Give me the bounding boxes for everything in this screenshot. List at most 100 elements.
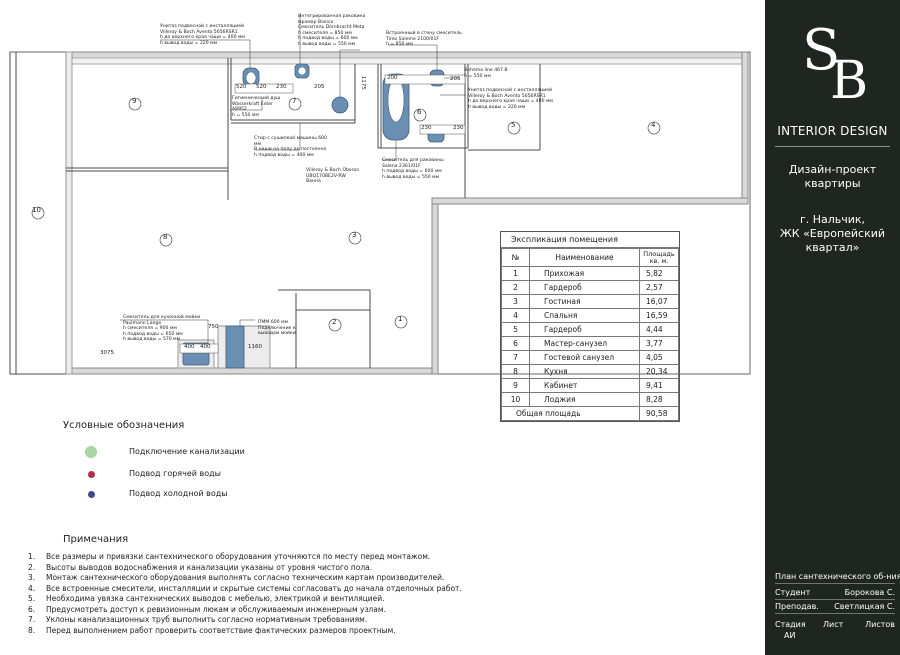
explication-table: Экспликация помещения № Наименование Пло… [500,231,680,422]
note-text: Уклоны канализационных труб выполнить со… [46,615,368,624]
room-name-cell: Спальня [529,308,640,323]
floor-plan [9,15,751,375]
total-label: Общая площадь [501,406,640,421]
location-line: квартал» [805,241,860,254]
room-area-cell: 4,44 [639,322,679,337]
room-number-cell: 6 [501,336,530,351]
note-item: 5. Необходима увязка сантехнических вывод… [28,594,528,605]
note-number: 6. [28,604,36,614]
total-value: 90,58 [639,406,679,421]
room-name-cell: Прихожая [529,266,640,281]
logo-s: S [802,18,840,83]
teacher-name: Светлицкая С. [834,602,895,611]
project-title: Дизайн-проект квартиры [765,163,900,191]
stage-label: Стадия [775,620,806,629]
note-item: 7. Уклоны канализационных труб выполнить … [28,615,528,626]
brand-name: INTERIOR DESIGN [777,124,888,138]
cold-water-dot-icon [88,491,95,498]
explication-title: Экспликация помещения [501,232,679,248]
note-number: 7. [28,615,36,624]
room-name-cell: Кухня [529,364,640,379]
note-item: 6. Предусмотреть доступ к ревизионным люк… [28,605,528,616]
room-area-cell: 16,07 [639,294,679,309]
col-area: Площадь кв. м. [639,248,679,267]
title-block-row: Студент Борокова С. [775,586,895,600]
room-area-cell: 5,82 [639,266,679,281]
title-block-row: План сантехнического об-ния [775,570,900,584]
location-line: ЖК «Европейский [779,227,886,240]
room-name-cell: Кабинет [529,378,640,393]
room-name-cell: Гардероб [529,280,640,295]
sewer-dot-icon [85,446,97,458]
room-number-cell: 4 [501,308,530,323]
note-text: Высоты выводов водоснабжения и канализац… [46,562,373,572]
room-name-cell: Мастер-санузел [529,336,640,351]
note-number: 3. [28,573,36,582]
note-number: 4. [28,583,36,593]
room-area-cell: 4,05 [639,350,679,365]
note-text: Необходима увязка сантехнических выводов… [46,594,385,603]
note-number: 2. [28,562,36,572]
notes-title: Примечания [63,534,129,545]
student-name: Борокова С. [844,588,895,597]
room-area-cell: 9,41 [639,378,679,393]
room-number-cell: 8 [501,364,530,379]
stage-value: АИ [784,631,796,640]
room-area-cell: 2,57 [639,280,679,295]
legend-label: Подключение канализации [129,447,245,456]
col-number: № [501,248,530,267]
room-number-cell: 3 [501,294,530,309]
legend-label: Подвод холодной воды [129,489,228,498]
note-text: Перед выполнением работ проверить соотве… [46,625,396,635]
room-area-cell: 20,34 [639,364,679,379]
note-item: 8. Перед выполнением работ проверить соот… [28,626,528,637]
room-number-cell: 10 [501,392,530,407]
note-item: 4. Все встроенные смесители, инсталляции … [28,584,528,595]
note-number: 8. [28,625,36,635]
note-text: Предусмотреть доступ к ревизионным люкам… [46,604,386,614]
room-number-cell: 1 [501,266,530,281]
teacher-label: Преподав. [775,602,819,611]
room-area-cell: 3,77 [639,336,679,351]
legend-title: Условные обозначения [63,420,185,431]
sheets-label: Листов [865,620,895,629]
title-block-row: Стадия Лист Листов АИ [775,618,895,642]
room-number-cell: 2 [501,280,530,295]
notes-list: 1.Все размеры и привязки сантехнического… [28,552,528,636]
room-area-cell: 8,28 [639,392,679,407]
room-name-cell: Гостевой санузел [529,350,640,365]
project-line: квартиры [804,177,861,190]
legend-label: Подвод горячей воды [129,469,221,478]
note-item: 1.Все размеры и привязки сантехнического… [28,552,528,563]
col-name: Наименование [529,248,640,267]
note-item: 2. Высоты выводов водоснабжения и канализ… [28,563,528,574]
sidebar: S B INTERIOR DESIGN Дизайн-проект кварти… [765,0,900,655]
hot-water-dot-icon [88,471,95,478]
room-number-cell: 9 [501,378,530,393]
room-name-cell: Лоджия [529,392,640,407]
divider [775,146,890,147]
project-location: г. Нальчик, ЖК «Европейский квартал» [765,213,900,255]
room-number-cell: 7 [501,350,530,365]
sheet-title: План сантехнического об-ния [775,572,900,581]
location-line: г. Нальчик, [799,213,866,226]
note-text: Монтаж сантехнического оборудования выпо… [46,573,445,582]
room-name-cell: Гостиная [529,294,640,309]
note-text: Все встроенные смесители, инсталляции и … [46,583,462,593]
project-line: Дизайн-проект [788,163,877,176]
student-label: Студент [775,588,811,597]
room-name-cell: Гардероб [529,322,640,337]
sb-logo: S B [802,18,868,104]
note-number: 5. [28,594,36,603]
note-number: 1. [28,552,36,561]
sheet-label: Лист [823,620,844,629]
room-number-cell: 5 [501,322,530,337]
